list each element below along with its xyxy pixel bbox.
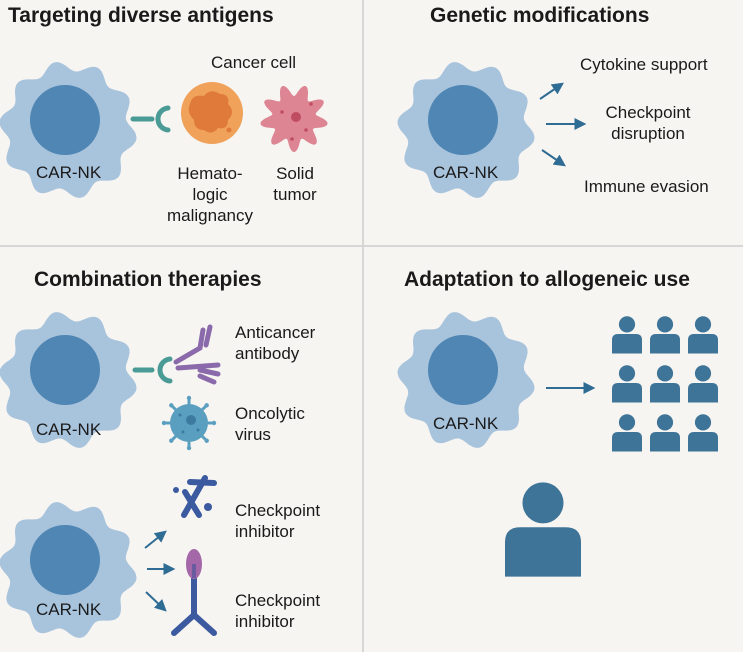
car-receptor-icon xyxy=(132,356,173,384)
arrow-icon xyxy=(539,82,564,100)
heme-label: Hemato- logic malignancy xyxy=(160,163,260,226)
checkpoint-inhibitor-label: Checkpoint inhibitor xyxy=(235,590,320,632)
heme-label-line: Hemato- xyxy=(177,164,243,183)
recipient-person-icon xyxy=(650,316,680,354)
oncolytic-virus-icon xyxy=(161,395,217,451)
solid-label-line: tumor xyxy=(273,185,317,204)
car-nk-label: CAR-NK xyxy=(36,600,102,619)
cancer-cell-label: Cancer cell xyxy=(211,53,297,72)
horizontal-divider xyxy=(0,245,743,247)
antibody-icon xyxy=(173,324,221,385)
car-receptor-icon xyxy=(130,105,171,133)
checkpoint-inhibitor-icon xyxy=(173,475,217,518)
car-nk-label: CAR-NK xyxy=(36,163,102,182)
oncolytic-virus-label: Oncolytic virus xyxy=(235,403,305,445)
arrow-icon xyxy=(144,530,167,549)
panel-title-allogeneic: Adaptation to allogeneic use xyxy=(404,268,690,291)
solid-tumor-icon xyxy=(260,85,328,152)
recipient-person-icon xyxy=(612,414,642,452)
label-line: Checkpoint xyxy=(605,103,691,122)
label-line: inhibitor xyxy=(235,522,295,541)
arrow-icon xyxy=(145,591,167,612)
car-nk-label: CAR-NK xyxy=(36,420,102,439)
recipient-person-icon xyxy=(688,365,718,403)
genetic-arrows xyxy=(539,82,587,167)
vertical-divider xyxy=(362,0,364,652)
car-nk-label: CAR-NK xyxy=(433,414,499,433)
hematologic-cancer-cell-icon xyxy=(181,82,243,144)
car-nk-cell-icon xyxy=(0,502,137,638)
heme-label-line: logic xyxy=(192,185,228,204)
label-line: Anticancer xyxy=(235,323,316,342)
recipient-person-icon xyxy=(612,316,642,354)
heme-label-line: malignancy xyxy=(167,206,253,225)
anticancer-antibody-label: Anticancer antibody xyxy=(235,322,315,364)
car-nk-cell-icon xyxy=(397,312,535,448)
recipient-person-icon xyxy=(688,414,718,452)
car-nk-cell-icon xyxy=(397,62,535,198)
solid-tumor-label: Solid tumor xyxy=(265,163,325,205)
label-line: inhibitor xyxy=(235,612,295,631)
label-line: virus xyxy=(235,425,271,444)
cytokine-support-label: Cytokine support xyxy=(580,55,708,74)
recipient-person-icon xyxy=(650,414,680,452)
patient-person-icon xyxy=(505,482,581,577)
car-nk-cell-icon xyxy=(0,62,137,198)
car-nk-label: CAR-NK xyxy=(433,163,499,182)
recipient-person-icon xyxy=(612,365,642,403)
solid-label-line: Solid xyxy=(276,164,314,183)
immune-evasion-label: Immune evasion xyxy=(584,177,709,196)
panel-title-combination: Combination therapies xyxy=(34,268,262,291)
label-line: Checkpoint xyxy=(235,501,321,520)
combination-arrows xyxy=(144,530,176,612)
label-line: Checkpoint xyxy=(235,591,321,610)
arrow-icon xyxy=(541,149,566,167)
car-nk-cell-icon xyxy=(0,312,137,448)
label-line: Oncolytic xyxy=(235,404,305,423)
recipient-person-icon xyxy=(688,316,718,354)
label-line: disruption xyxy=(611,124,685,143)
panel-title-targeting: Targeting diverse antigens xyxy=(8,4,274,27)
checkpoint-inhibitor-label: Checkpoint inhibitor xyxy=(235,500,320,542)
recipient-person-icon xyxy=(650,365,680,403)
panel-title-genetic: Genetic modifications xyxy=(430,4,650,27)
label-line: antibody xyxy=(235,344,300,363)
checkpoint-disruption-label: Checkpoint disruption xyxy=(588,102,708,144)
checkpoint-receptor-icon xyxy=(171,549,217,636)
